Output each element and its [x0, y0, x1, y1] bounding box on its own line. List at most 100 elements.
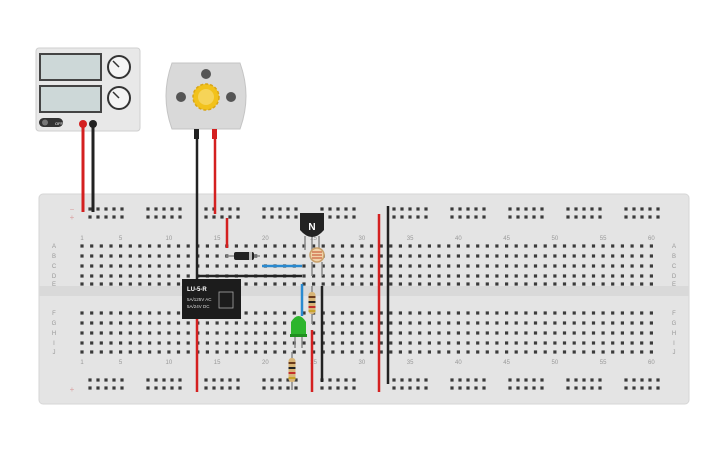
breadboard-hole[interactable]: [263, 331, 267, 335]
breadboard-hole[interactable]: [476, 244, 480, 248]
breadboard-hole[interactable]: [312, 274, 316, 278]
breadboard-hole[interactable]: [582, 321, 586, 325]
breadboard-hole[interactable]: [400, 207, 404, 211]
breadboard-hole[interactable]: [138, 244, 142, 248]
breadboard-hole[interactable]: [80, 254, 84, 258]
breadboard-hole[interactable]: [466, 341, 470, 345]
breadboard-hole[interactable]: [620, 311, 624, 315]
breadboard-hole[interactable]: [447, 350, 451, 354]
breadboard-hole[interactable]: [360, 254, 364, 258]
breadboard-hole[interactable]: [574, 386, 578, 390]
breadboard-hole[interactable]: [450, 207, 454, 211]
breadboard-hole[interactable]: [262, 386, 266, 390]
breadboard-hole[interactable]: [456, 282, 460, 286]
breadboard-hole[interactable]: [611, 282, 615, 286]
breadboard-hole[interactable]: [456, 321, 460, 325]
breadboard-hole[interactable]: [458, 207, 462, 211]
breadboard-hole[interactable]: [524, 350, 528, 354]
breadboard-hole[interactable]: [447, 274, 451, 278]
breadboard-hole[interactable]: [574, 215, 578, 219]
breadboard-hole[interactable]: [205, 350, 209, 354]
breadboard-hole[interactable]: [104, 386, 108, 390]
breadboard-hole[interactable]: [611, 350, 615, 354]
breadboard-hole[interactable]: [640, 264, 644, 268]
breadboard-hole[interactable]: [495, 331, 499, 335]
breadboard-hole[interactable]: [360, 244, 364, 248]
breadboard-hole[interactable]: [109, 311, 113, 315]
breadboard-hole[interactable]: [331, 331, 335, 335]
breadboard-hole[interactable]: [416, 215, 420, 219]
breadboard-hole[interactable]: [591, 331, 596, 335]
breadboard-hole[interactable]: [656, 207, 660, 211]
breadboard-hole[interactable]: [80, 311, 84, 315]
breadboard-hole[interactable]: [543, 264, 547, 268]
breadboard-hole[interactable]: [466, 215, 470, 219]
breadboard-hole[interactable]: [389, 244, 393, 248]
breadboard-hole[interactable]: [601, 350, 605, 354]
breadboard-hole[interactable]: [524, 207, 528, 211]
breadboard-hole[interactable]: [408, 331, 412, 335]
breadboard-hole[interactable]: [170, 378, 174, 382]
breadboard-hole[interactable]: [620, 321, 624, 325]
breadboard-hole[interactable]: [656, 215, 660, 219]
breadboard-hole[interactable]: [466, 311, 470, 315]
breadboard-hole[interactable]: [398, 282, 402, 286]
breadboard-hole[interactable]: [640, 341, 644, 345]
breadboard-hole[interactable]: [543, 244, 547, 248]
breadboard-hole[interactable]: [119, 282, 123, 286]
breadboard-hole[interactable]: [424, 207, 428, 211]
breadboard-hole[interactable]: [379, 350, 383, 354]
resistor-1[interactable]: [308, 286, 316, 324]
breadboard-hole[interactable]: [553, 264, 557, 268]
breadboard-hole[interactable]: [611, 254, 615, 258]
breadboard-hole[interactable]: [302, 244, 306, 248]
breadboard-hole[interactable]: [540, 207, 544, 211]
breadboard-hole[interactable]: [157, 282, 161, 286]
breadboard-hole[interactable]: [582, 244, 586, 248]
breadboard-hole[interactable]: [482, 386, 486, 390]
breadboard-hole[interactable]: [273, 321, 277, 325]
breadboard-hole[interactable]: [128, 264, 132, 268]
breadboard-hole[interactable]: [572, 311, 576, 315]
breadboard-hole[interactable]: [601, 274, 605, 278]
breadboard-hole[interactable]: [416, 386, 420, 390]
breadboard-hole[interactable]: [112, 378, 116, 382]
breadboard-hole[interactable]: [212, 215, 216, 219]
breadboard-hole[interactable]: [302, 311, 306, 315]
breadboard-hole[interactable]: [630, 274, 634, 278]
breadboard-hole[interactable]: [620, 264, 624, 268]
breadboard-hole[interactable]: [601, 282, 605, 286]
breadboard-hole[interactable]: [566, 207, 570, 211]
breadboard-hole[interactable]: [88, 215, 92, 219]
breadboard-hole[interactable]: [566, 215, 570, 219]
breadboard-hole[interactable]: [331, 350, 335, 354]
breadboard-hole[interactable]: [572, 331, 576, 335]
breadboard-hole[interactable]: [591, 264, 596, 268]
breadboard-hole[interactable]: [321, 274, 325, 278]
breadboard-hole[interactable]: [514, 254, 518, 258]
breadboard-hole[interactable]: [369, 244, 374, 248]
breadboard-hole[interactable]: [167, 274, 171, 278]
breadboard-hole[interactable]: [379, 311, 383, 315]
breadboard-hole[interactable]: [262, 215, 266, 219]
breadboard-hole[interactable]: [482, 207, 486, 211]
breadboard-hole[interactable]: [649, 341, 653, 345]
breadboard-hole[interactable]: [167, 254, 171, 258]
breadboard-hole[interactable]: [360, 321, 364, 325]
breadboard-hole[interactable]: [630, 264, 634, 268]
breadboard-hole[interactable]: [553, 274, 557, 278]
breadboard-hole[interactable]: [418, 341, 422, 345]
breadboard-hole[interactable]: [138, 331, 142, 335]
breadboard-hole[interactable]: [112, 386, 116, 390]
breadboard-hole[interactable]: [286, 386, 290, 390]
breadboard-hole[interactable]: [582, 264, 586, 268]
breadboard-hole[interactable]: [99, 282, 103, 286]
breadboard-hole[interactable]: [236, 386, 240, 390]
breadboard-hole[interactable]: [154, 386, 158, 390]
breadboard-hole[interactable]: [312, 244, 316, 248]
breadboard-hole[interactable]: [228, 207, 232, 211]
breadboard-hole[interactable]: [283, 350, 287, 354]
breadboard-hole[interactable]: [138, 282, 142, 286]
relay[interactable]: LU-5-R 5A/125V AC 5A/24V DC: [182, 279, 241, 319]
breadboard-hole[interactable]: [524, 264, 528, 268]
